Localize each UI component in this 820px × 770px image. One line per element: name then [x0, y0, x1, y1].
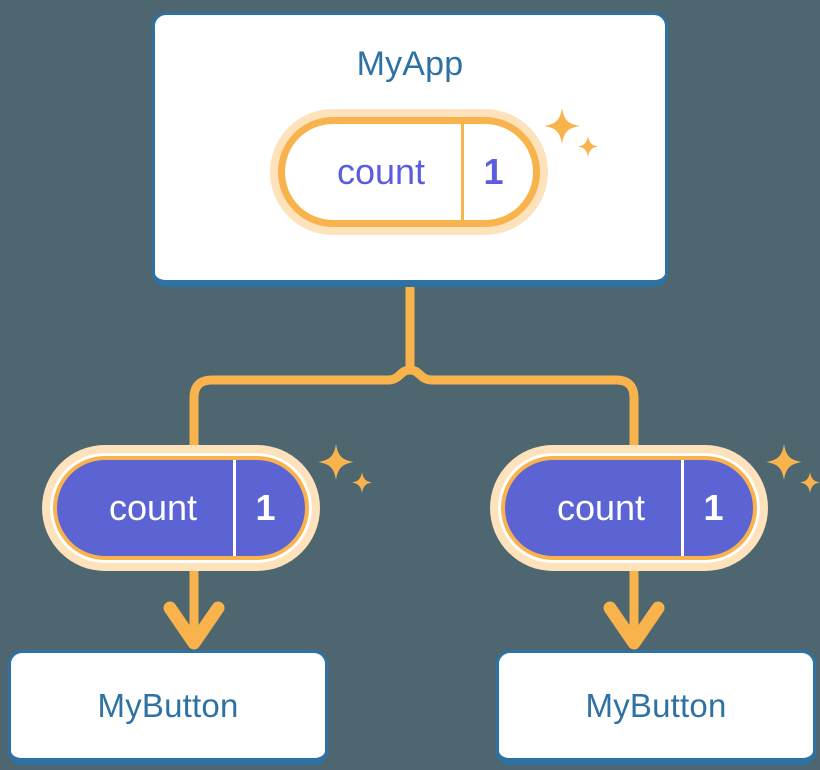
page-title: MyApp: [356, 45, 464, 83]
arrow-head-right: [603, 601, 665, 650]
state-pill-branch-right[interactable]: count 1: [498, 453, 760, 563]
sparkle-group-branch-right: [760, 436, 820, 506]
state-pill-root[interactable]: count 1: [278, 117, 540, 227]
state-name: count: [108, 487, 198, 528]
component-card-mybutton-left[interactable]: MyButton: [8, 650, 328, 765]
component-title: MyButton: [585, 686, 727, 724]
state-value: 1: [681, 460, 753, 556]
state-value: 1: [233, 460, 305, 556]
sparkle-large-icon: [318, 444, 354, 480]
state-name: count: [336, 151, 426, 192]
arrow-head-left: [163, 601, 225, 650]
sparkle-group-branch-left: [312, 436, 382, 506]
component-card-mybutton-right[interactable]: MyButton: [496, 650, 816, 765]
state-pill-branch-left[interactable]: count 1: [50, 453, 312, 563]
sparkle-small-icon: [800, 472, 820, 493]
connector-branch-right: [405, 365, 639, 453]
state-value: 1: [461, 124, 533, 220]
sparkle-small-icon: [352, 472, 372, 493]
connector-branch-left: [189, 365, 415, 453]
sparkle-large-icon: [766, 444, 802, 480]
state-name: count: [556, 487, 646, 528]
component-title: MyButton: [97, 686, 239, 724]
